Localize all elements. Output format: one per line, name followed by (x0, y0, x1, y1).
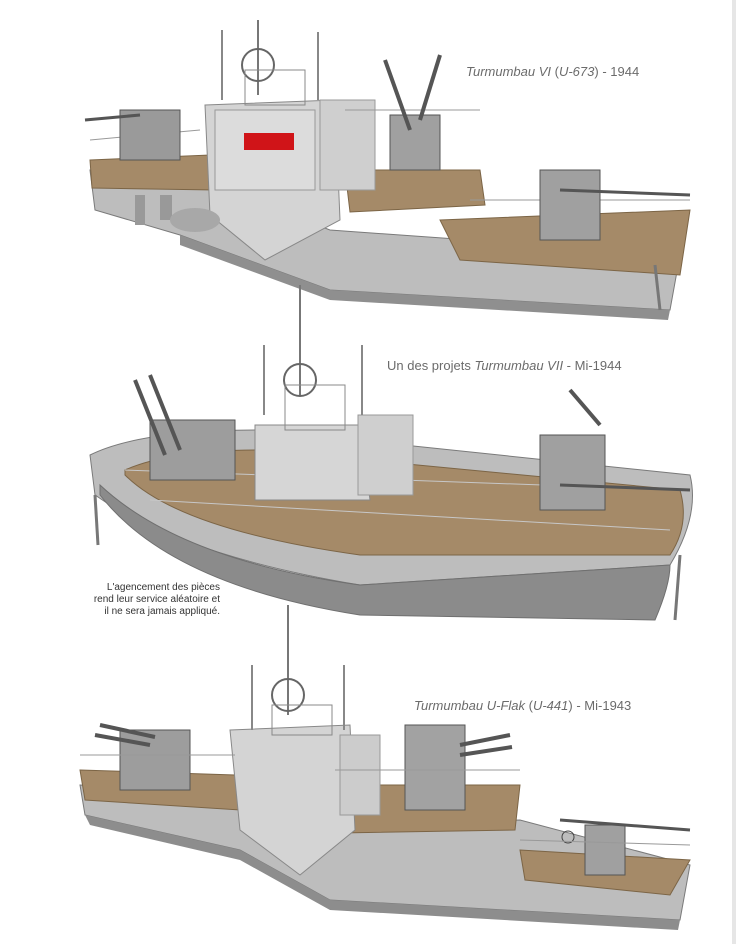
caption-date: - Mi-1944 (563, 358, 622, 373)
caption-code: U-673 (558, 64, 595, 79)
flak-gun-forward (84, 109, 181, 161)
flak-gun-quad (383, 54, 442, 171)
note-line: il ne sera jamais appliqué. (104, 606, 220, 617)
caption-date: - 1944 (598, 64, 640, 79)
conning-tower (229, 724, 356, 876)
page-edge (732, 0, 736, 944)
illustration-turmumbau-vii (89, 285, 693, 621)
caption-paren: ) (594, 64, 599, 79)
flak-gun-forward (94, 723, 191, 791)
caption-name: Turmumbau VI (466, 64, 552, 79)
caption-turmumbau-vi: Turmumbau VI (U-673) - 1944 (466, 64, 639, 79)
flak-gun-aft (559, 818, 691, 876)
caption-name: Turmumbau U-Flak (414, 698, 526, 713)
caption-turmumbau-vii: Un des projets Turmumbau VII - Mi-1944 (387, 358, 622, 373)
red-mark (244, 133, 294, 150)
note-text: L'agencement des pièces rend leur servic… (50, 582, 220, 618)
caption-turmumbau-u-flak: Turmumbau U-Flak (U-441) - Mi-1943 (414, 698, 631, 713)
caption-code: U-441 (532, 698, 569, 713)
caption-date: - Mi-1943 (572, 698, 632, 713)
note-line: rend leur service aléatoire et (93, 594, 220, 605)
flak-gun-forward (133, 374, 236, 481)
flak-gun-aft (539, 388, 691, 511)
caption-paren: ( (525, 698, 533, 713)
caption-name: Turmumbau VII (474, 358, 564, 373)
caption-paren: ( (551, 64, 559, 79)
caption-paren: ) (568, 698, 573, 713)
deck-aft (439, 209, 691, 276)
illustration-turmumbau-u-flak (79, 605, 691, 930)
conning-tower (254, 424, 371, 501)
illustration-turmumbau-vi (84, 20, 691, 320)
flak-gun-aft (539, 169, 691, 241)
caption-prefix: Un des projets (387, 358, 475, 373)
note-line: L'agencement des pièces (106, 582, 220, 593)
flak-gun-quad (404, 724, 513, 811)
